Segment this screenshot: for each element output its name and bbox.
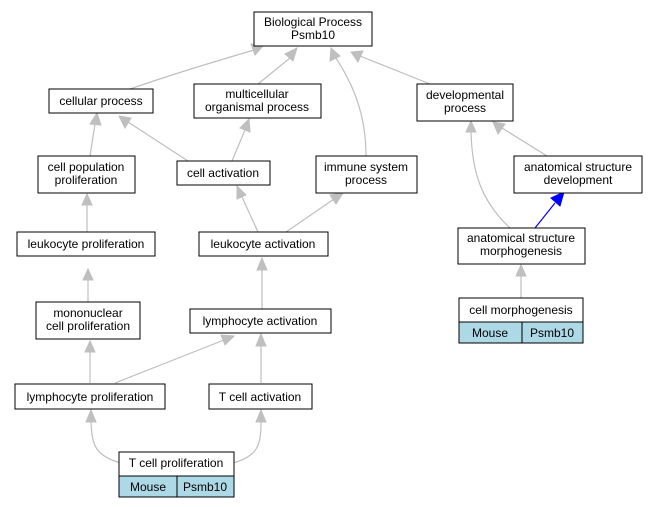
node-label: T cell proliferation bbox=[129, 456, 224, 470]
node-label-line2: proliferation bbox=[55, 173, 118, 187]
arrowhead bbox=[118, 115, 132, 130]
node-multicellular-organismal-process[interactable]: multicellular organismal process bbox=[193, 83, 322, 119]
node-lymphocyte-proliferation[interactable]: lymphocyte proliferation bbox=[14, 383, 166, 410]
edge-anatmorph-to-anatdev bbox=[534, 202, 556, 229]
annotation-cell-gene bbox=[521, 321, 584, 344]
arrowhead bbox=[85, 408, 97, 423]
node-label-line2: organismal process bbox=[205, 100, 309, 114]
arrowhead bbox=[84, 339, 96, 353]
node-lymphocyte-activation[interactable]: lymphocyte activation bbox=[189, 308, 332, 334]
node-leukocyte-proliferation[interactable]: leukocyte proliferation bbox=[16, 231, 156, 257]
node-label-line1: developmental bbox=[426, 88, 504, 102]
node-biological-process[interactable]: Biological Process Psmb10 bbox=[253, 11, 373, 47]
edge-cellact-to-cellular bbox=[127, 121, 189, 162]
arrowhead bbox=[220, 334, 236, 346]
node-label-line1: Biological Process bbox=[264, 15, 362, 29]
arrowhead bbox=[255, 332, 267, 347]
node-label: T cell activation bbox=[219, 390, 301, 404]
node-label: lymphocyte proliferation bbox=[27, 390, 154, 404]
annotation-species-label: Mouse bbox=[472, 326, 508, 340]
node-label-line1: cell population bbox=[48, 160, 125, 174]
node-leukocyte-activation[interactable]: leukocyte activation bbox=[198, 231, 329, 257]
arrowhead bbox=[89, 111, 102, 126]
annotation-gene-label: Psmb10 bbox=[183, 480, 227, 494]
arrowhead bbox=[515, 263, 527, 277]
arrowhead bbox=[81, 192, 93, 206]
node-t-cell-proliferation[interactable]: T cell proliferation bbox=[118, 451, 235, 477]
node-cellular-process[interactable]: cellular process bbox=[48, 88, 154, 114]
edge-dev-to-bp bbox=[359, 55, 431, 85]
node-label-line1: multicellular bbox=[225, 87, 288, 101]
edge-anatdev-to-dev bbox=[501, 127, 548, 157]
node-label-line1: anatomical structure bbox=[467, 231, 575, 245]
edge-tcellprolif-to-lymphprolif bbox=[90, 421, 122, 464]
node-label: cellular process bbox=[59, 94, 142, 108]
node-label-line1: anatomical structure bbox=[524, 160, 632, 174]
node-label: cell morphogenesis bbox=[469, 303, 572, 317]
arrowhead bbox=[256, 256, 268, 271]
node-anatomical-structure-morphogenesis[interactable]: anatomical structure morphogenesis bbox=[457, 227, 586, 265]
node-immune-system-process[interactable]: immune system process bbox=[315, 155, 418, 194]
arrowhead bbox=[82, 267, 94, 281]
node-label-line1: mononuclear bbox=[53, 306, 122, 320]
node-label: cell activation bbox=[187, 166, 259, 180]
node-t-cell-activation[interactable]: T cell activation bbox=[208, 383, 313, 410]
node-label: leukocyte activation bbox=[211, 237, 316, 251]
node-label: leukocyte proliferation bbox=[28, 237, 145, 251]
node-mononuclear-cell-proliferation[interactable]: mononuclear cell proliferation bbox=[35, 301, 141, 340]
node-label-line2: development bbox=[544, 173, 613, 187]
node-label: lymphocyte activation bbox=[203, 314, 318, 328]
arrowhead bbox=[239, 117, 251, 133]
node-label-line2: process bbox=[444, 101, 486, 115]
annotation-row-cell-morphogenesis: Mouse Psmb10 bbox=[458, 321, 584, 344]
node-developmental-process[interactable]: developmental process bbox=[416, 83, 514, 122]
arrowhead bbox=[255, 408, 267, 423]
edge-leukact-to-immune bbox=[285, 198, 335, 233]
annotation-cell-gene bbox=[176, 475, 235, 498]
node-cell-morphogenesis[interactable]: cell morphogenesis bbox=[458, 297, 584, 323]
edge-lymphprolif-to-lymphact bbox=[114, 339, 225, 384]
edge-tcellprolif-to-tcellact bbox=[232, 421, 262, 464]
node-label-line2: process bbox=[345, 173, 387, 187]
node-label-line2: morphogenesis bbox=[480, 244, 562, 258]
node-label-line2: cell proliferation bbox=[46, 319, 130, 333]
node-cell-activation[interactable]: cell activation bbox=[176, 160, 271, 186]
arrowhead bbox=[329, 46, 341, 62]
node-label-line1: immune system bbox=[324, 160, 408, 174]
node-anatomical-structure-development[interactable]: anatomical structure development bbox=[513, 155, 643, 194]
node-cell-population-proliferation[interactable]: cell population proliferation bbox=[37, 155, 136, 194]
arrowhead bbox=[329, 192, 345, 205]
edge-anatmorph-to-dev bbox=[470, 131, 511, 229]
arrowhead bbox=[465, 119, 477, 133]
edge-cellpop-to-cellular bbox=[89, 123, 96, 157]
arrowhead bbox=[550, 191, 565, 207]
node-label-line2: Psmb10 bbox=[291, 28, 335, 42]
arrowhead bbox=[350, 50, 364, 64]
arrowhead bbox=[492, 121, 506, 136]
arrowhead bbox=[284, 47, 298, 62]
edge-multi-to-bp bbox=[257, 57, 291, 85]
edge-immune-to-bp bbox=[335, 57, 367, 157]
edges bbox=[81, 43, 565, 464]
edge-leukact-to-cellact bbox=[241, 196, 259, 233]
arrowhead bbox=[236, 184, 247, 200]
annotation-species-label: Mouse bbox=[130, 480, 166, 494]
annotation-gene-label: Psmb10 bbox=[530, 326, 574, 340]
edge-cellular-to-bp bbox=[129, 49, 255, 90]
annotation-row-t-cell-proliferation: Mouse Psmb10 bbox=[118, 475, 235, 498]
edge-cellact-to-multi bbox=[231, 129, 246, 162]
